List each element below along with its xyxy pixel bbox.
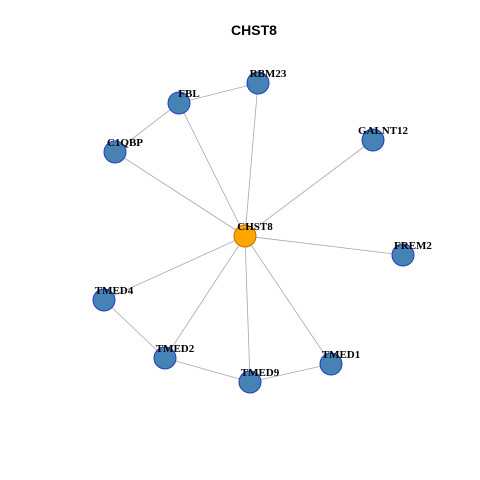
edge-fbl-c1qbp (114, 102, 180, 153)
edge-chst8-rbm23 (244, 82, 259, 237)
edge-tmed4-tmed2 (103, 299, 166, 359)
node-tmed1 (319, 352, 343, 376)
node-tmed2 (153, 346, 177, 370)
edge-chst8-fbl (178, 102, 246, 237)
graph-title: CHST8 (231, 22, 277, 38)
edges-group (103, 82, 404, 383)
node-chst8 (233, 224, 257, 248)
node-rbm23 (246, 71, 270, 95)
edge-chst8-frem2 (244, 235, 404, 256)
node-label-frem2: FREM2 (394, 240, 432, 252)
edge-chst8-tmed1 (244, 235, 332, 365)
node-label-tmed2: TMED2 (156, 343, 195, 355)
edge-chst8-tmed9 (244, 235, 251, 383)
node-tmed4 (92, 288, 116, 312)
edge-tmed2-tmed9 (164, 357, 251, 383)
edge-chst8-c1qbp (114, 151, 246, 237)
node-label-chst8: CHST8 (237, 221, 273, 233)
edge-chst8-tmed4 (103, 235, 246, 301)
node-fbl (167, 91, 191, 115)
edge-chst8-tmed2 (164, 235, 246, 359)
edge-tmed9-tmed1 (249, 363, 332, 383)
edge-chst8-galnt12 (244, 139, 374, 237)
node-label-tmed9: TMED9 (241, 367, 280, 379)
node-c1qbp (103, 140, 127, 164)
node-label-rbm23: RBM23 (250, 68, 287, 80)
node-galnt12 (361, 128, 385, 152)
node-label-tmed4: TMED4 (95, 285, 134, 297)
edge-fbl-rbm23 (178, 82, 259, 104)
node-label-c1qbp: C1QBP (107, 137, 143, 149)
node-label-tmed1: TMED1 (322, 349, 361, 361)
node-tmed9 (238, 370, 262, 394)
node-frem2 (391, 243, 415, 267)
node-label-galnt12: GALNT12 (358, 125, 409, 137)
nodes-group (92, 71, 415, 394)
node-label-fbl: FBL (178, 88, 199, 100)
